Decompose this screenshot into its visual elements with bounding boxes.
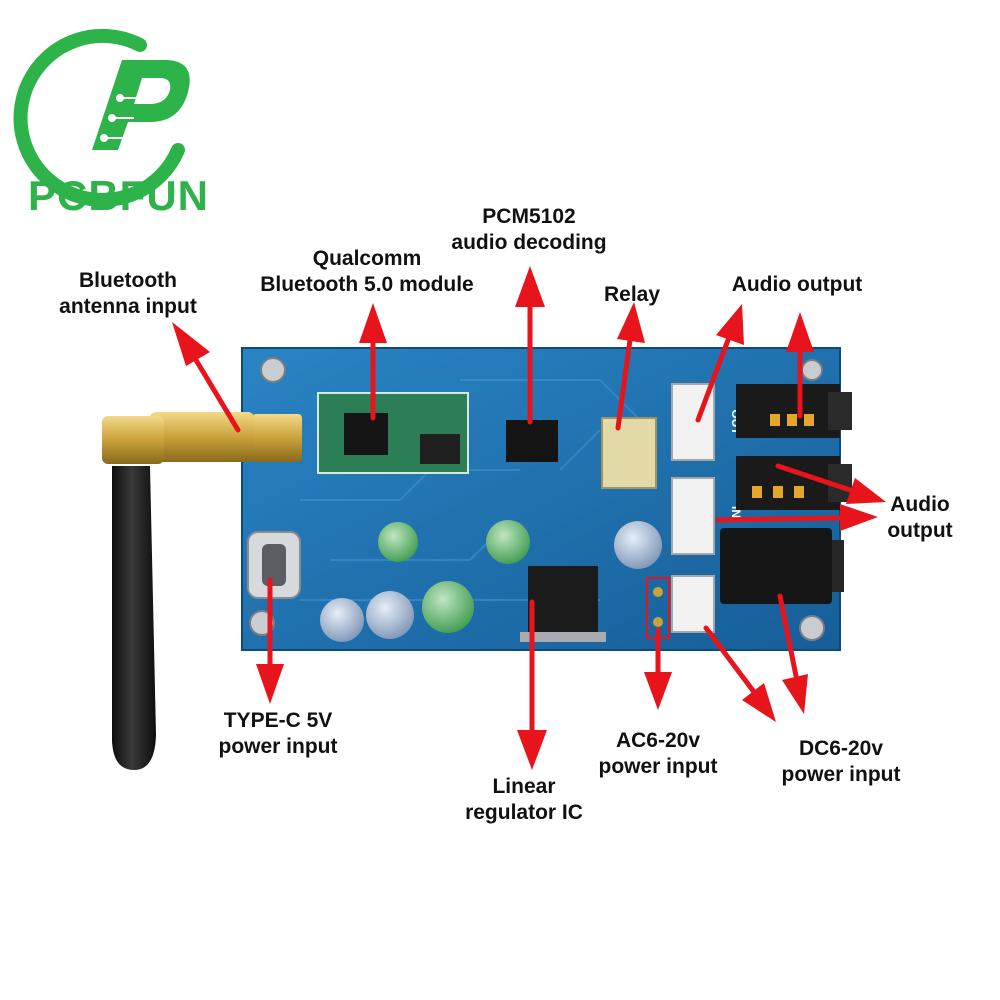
arrow-audio-out-connector — [695, 304, 744, 423]
brand-name: PCBFUN — [28, 172, 209, 219]
annotation-arrows — [172, 266, 886, 770]
pcm5102-chip — [506, 420, 558, 462]
label-bt-module: Qualcomm Bluetooth 5.0 module — [260, 247, 474, 296]
capacitor — [486, 520, 530, 564]
bt-aux-chip — [420, 434, 460, 464]
bluetooth-antenna — [102, 412, 302, 770]
antenna-connector — [252, 414, 302, 462]
arrow-audio-out-jack — [775, 463, 886, 504]
dc-barrel-jack — [720, 528, 832, 604]
arrow-typec — [256, 577, 284, 704]
arrow-bt-module — [359, 303, 387, 421]
label-audio-out-right: Audio output — [887, 493, 953, 542]
label-audio-out-top: Audio output — [731, 273, 863, 296]
mounting-holes — [249, 357, 825, 641]
antenna-whip — [112, 466, 156, 770]
capacitor — [422, 581, 474, 633]
arrow-audio-out-in — [715, 504, 878, 531]
label-typec: TYPE-C 5V power input — [218, 709, 338, 758]
arrow-antenna — [172, 322, 241, 433]
arrow-decoder — [515, 266, 545, 425]
capacitor — [614, 521, 662, 569]
capacitor — [378, 522, 418, 562]
label-ac-power: AC6-20v power input — [598, 729, 718, 778]
label-regulator: Linear regulator IC — [465, 775, 583, 824]
arrow-relay — [615, 302, 645, 431]
label-relay: Relay — [603, 283, 661, 306]
audio-jack-out — [736, 384, 840, 438]
logo-ring — [13, 28, 185, 207]
arrow-dc-connector — [703, 625, 776, 722]
bluetooth-chip — [344, 413, 388, 455]
capacitor — [320, 598, 364, 642]
regulator-chip — [528, 566, 598, 638]
relay-component — [601, 417, 657, 489]
pcb-board: OUT IN — [241, 347, 852, 651]
in-connector — [671, 477, 715, 555]
arrow-audio-out-top-jack — [786, 312, 814, 419]
arrow-ac-power — [644, 627, 672, 710]
label-dc-power: DC6-20v power input — [781, 737, 901, 786]
label-antenna: Bluetooth antenna input — [59, 269, 197, 318]
logo-p-mark — [92, 60, 190, 150]
arrow-regulator — [517, 599, 547, 770]
pcbfun-logo — [13, 28, 190, 207]
logo-circuit-traces — [100, 94, 136, 142]
label-decoder: PCM5102 audio decoding — [451, 205, 607, 254]
arrow-dc-jack — [777, 593, 808, 714]
capacitor — [366, 591, 414, 639]
power-connector — [671, 575, 715, 633]
